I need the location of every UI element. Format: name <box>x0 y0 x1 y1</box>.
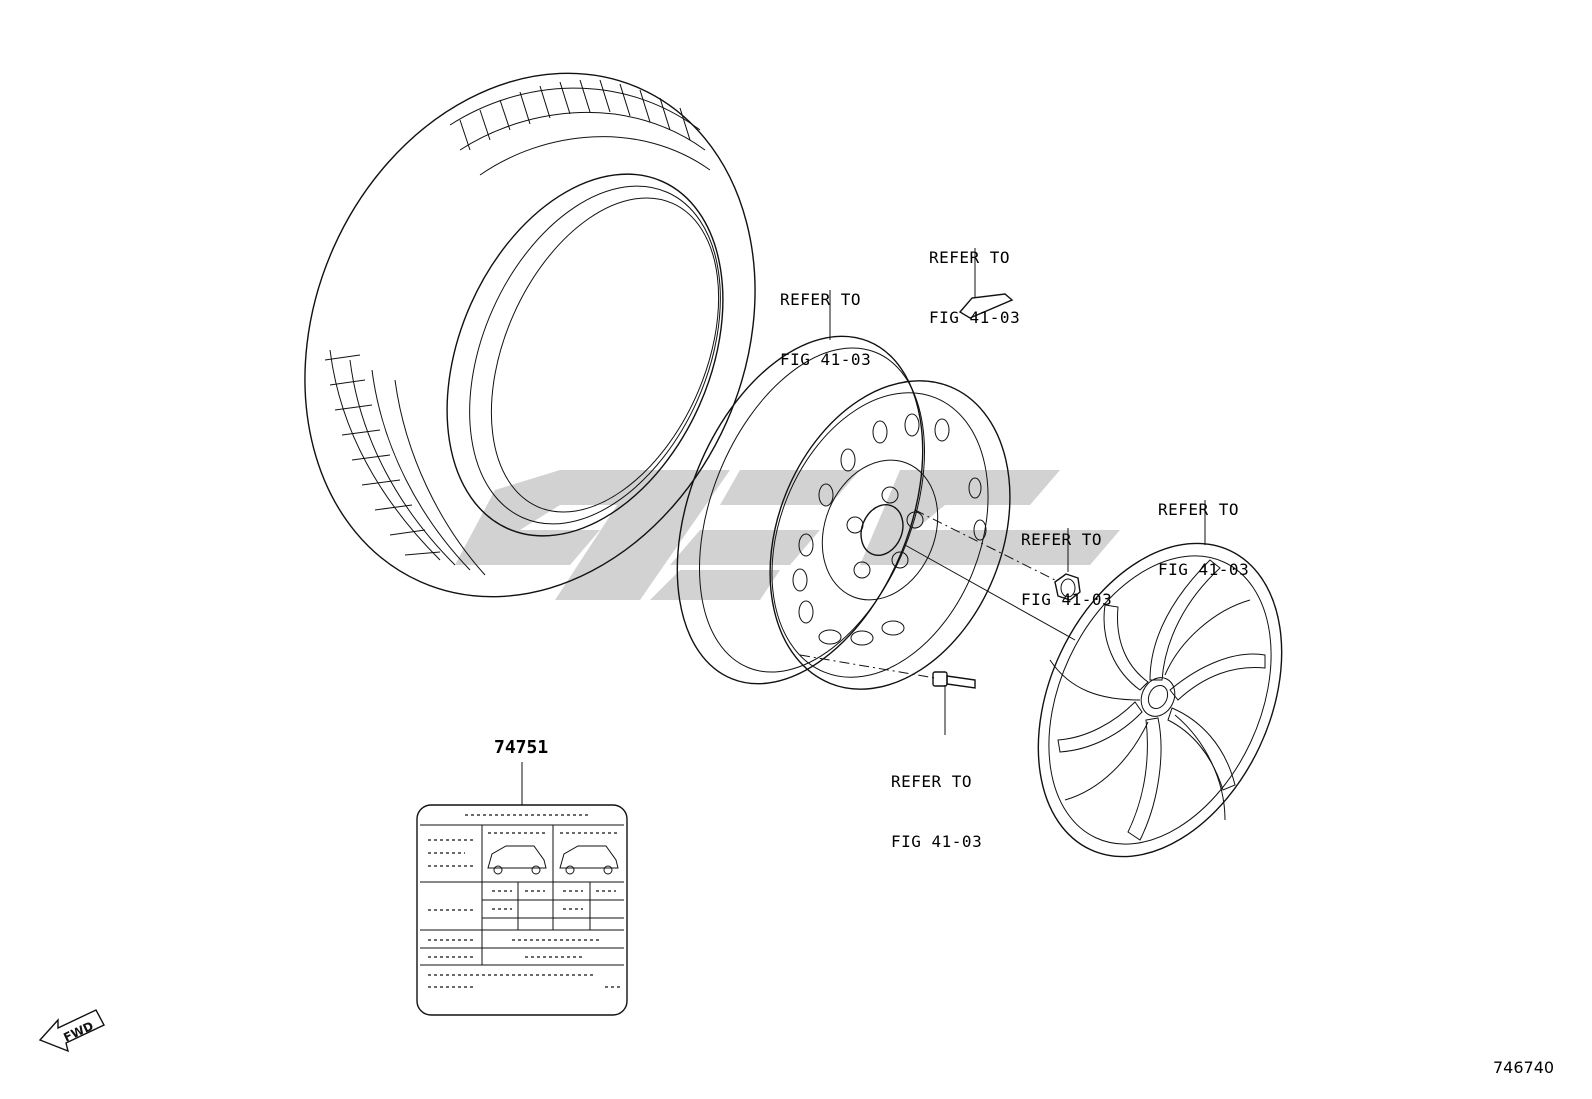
hub-nut <box>1054 573 1081 601</box>
callout-wheel-cap-line2: FIG 41-03 <box>1158 560 1250 579</box>
leader-lines <box>799 248 1206 735</box>
callout-rim-line2: FIG 41-03 <box>780 350 872 369</box>
callout-tpms-sensor: REFER TO FIG 41-03 <box>929 208 1020 348</box>
callout-rim: REFER TO FIG 41-03 <box>780 250 871 390</box>
fwd-arrow-icon: FWD <box>38 1009 105 1053</box>
callout-valve-line2: FIG 41-03 <box>891 832 983 851</box>
tire-pressure-label <box>416 762 628 1016</box>
tpms-sensor <box>958 290 1014 319</box>
callout-hub-nut-line2: FIG 41-03 <box>1021 590 1113 609</box>
callout-hub-nut-line1: REFER TO <box>1021 530 1103 549</box>
callout-tpms-line1: REFER TO <box>929 248 1011 267</box>
wheel-cap <box>1037 542 1283 858</box>
callout-tpms-line2: FIG 41-03 <box>929 308 1021 327</box>
steel-wheel <box>676 335 1011 690</box>
diagram-number: 746740 <box>1493 1058 1555 1077</box>
callout-valve-line1: REFER TO <box>891 772 973 791</box>
callout-rim-line1: REFER TO <box>780 290 862 309</box>
fwd-label: FWD <box>61 1019 95 1045</box>
label-part-number: 74751 <box>494 737 549 758</box>
valve-stem <box>932 671 976 689</box>
callout-wheel-cap-line1: REFER TO <box>1158 500 1240 519</box>
tire <box>304 72 756 598</box>
callout-wheel-cap: REFER TO FIG 41-03 <box>1158 460 1249 600</box>
callout-valve: REFER TO FIG 41-03 <box>891 732 982 872</box>
callout-hub-nut: REFER TO FIG 41-03 <box>1021 490 1112 630</box>
